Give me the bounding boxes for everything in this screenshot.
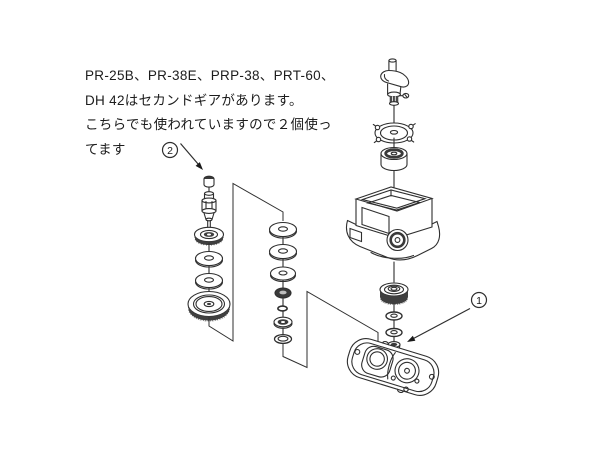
mount-plate-part bbox=[372, 122, 416, 144]
note-line-1: PR-25B、PR-38E、PRP-38、PRT-60、 bbox=[85, 68, 335, 83]
callout-2-arrowhead bbox=[195, 162, 203, 170]
callout-2: 2 bbox=[161, 141, 203, 170]
washer-part bbox=[385, 311, 403, 321]
note-line-3: こちらでも使われていますので２個使っ bbox=[85, 117, 332, 132]
washer-part bbox=[194, 272, 224, 290]
callout-1: 1 bbox=[407, 291, 488, 342]
base-plate-part bbox=[346, 338, 440, 396]
second-gear-subassembly bbox=[187, 175, 231, 322]
nut-part bbox=[274, 287, 292, 299]
note-line-2: DH 42はセカンドギアがあります。 bbox=[85, 92, 303, 108]
callout-2-label: 2 bbox=[167, 145, 173, 157]
drive-gear-part bbox=[379, 282, 409, 306]
washer-part bbox=[268, 243, 298, 261]
note-line-4: てます bbox=[85, 141, 126, 157]
gearbox-housing-part bbox=[345, 186, 441, 261]
washer-part bbox=[269, 266, 297, 283]
note-text: PR-25B、PR-38E、PRP-38、PRT-60、 DH 42はセカンドギ… bbox=[85, 64, 335, 162]
washer-part bbox=[385, 327, 403, 338]
divider-line-left bbox=[208, 182, 284, 342]
washer-part bbox=[194, 250, 224, 268]
ball-bearing-part bbox=[380, 146, 408, 172]
callout-2-arrow bbox=[180, 143, 199, 165]
bushing-part bbox=[273, 316, 293, 329]
ring-part bbox=[273, 333, 293, 345]
main-assembly bbox=[345, 58, 441, 396]
main-gear-part bbox=[187, 290, 231, 322]
callout-1-arrow bbox=[413, 307, 471, 340]
callout-1-circle bbox=[470, 291, 488, 309]
washer-part bbox=[268, 221, 298, 239]
callout-2-circle bbox=[161, 141, 179, 159]
divider-line-right bbox=[282, 290, 379, 369]
pinion-shaft-part bbox=[201, 191, 217, 230]
callout-1-arrowhead bbox=[407, 335, 416, 342]
washer-stack-subassembly bbox=[268, 221, 298, 345]
cap-part bbox=[203, 175, 215, 188]
callout-1-label: 1 bbox=[476, 295, 482, 307]
bearing-part bbox=[193, 226, 225, 246]
crank-shaft-part bbox=[380, 58, 410, 106]
small-ring-part bbox=[277, 305, 288, 312]
